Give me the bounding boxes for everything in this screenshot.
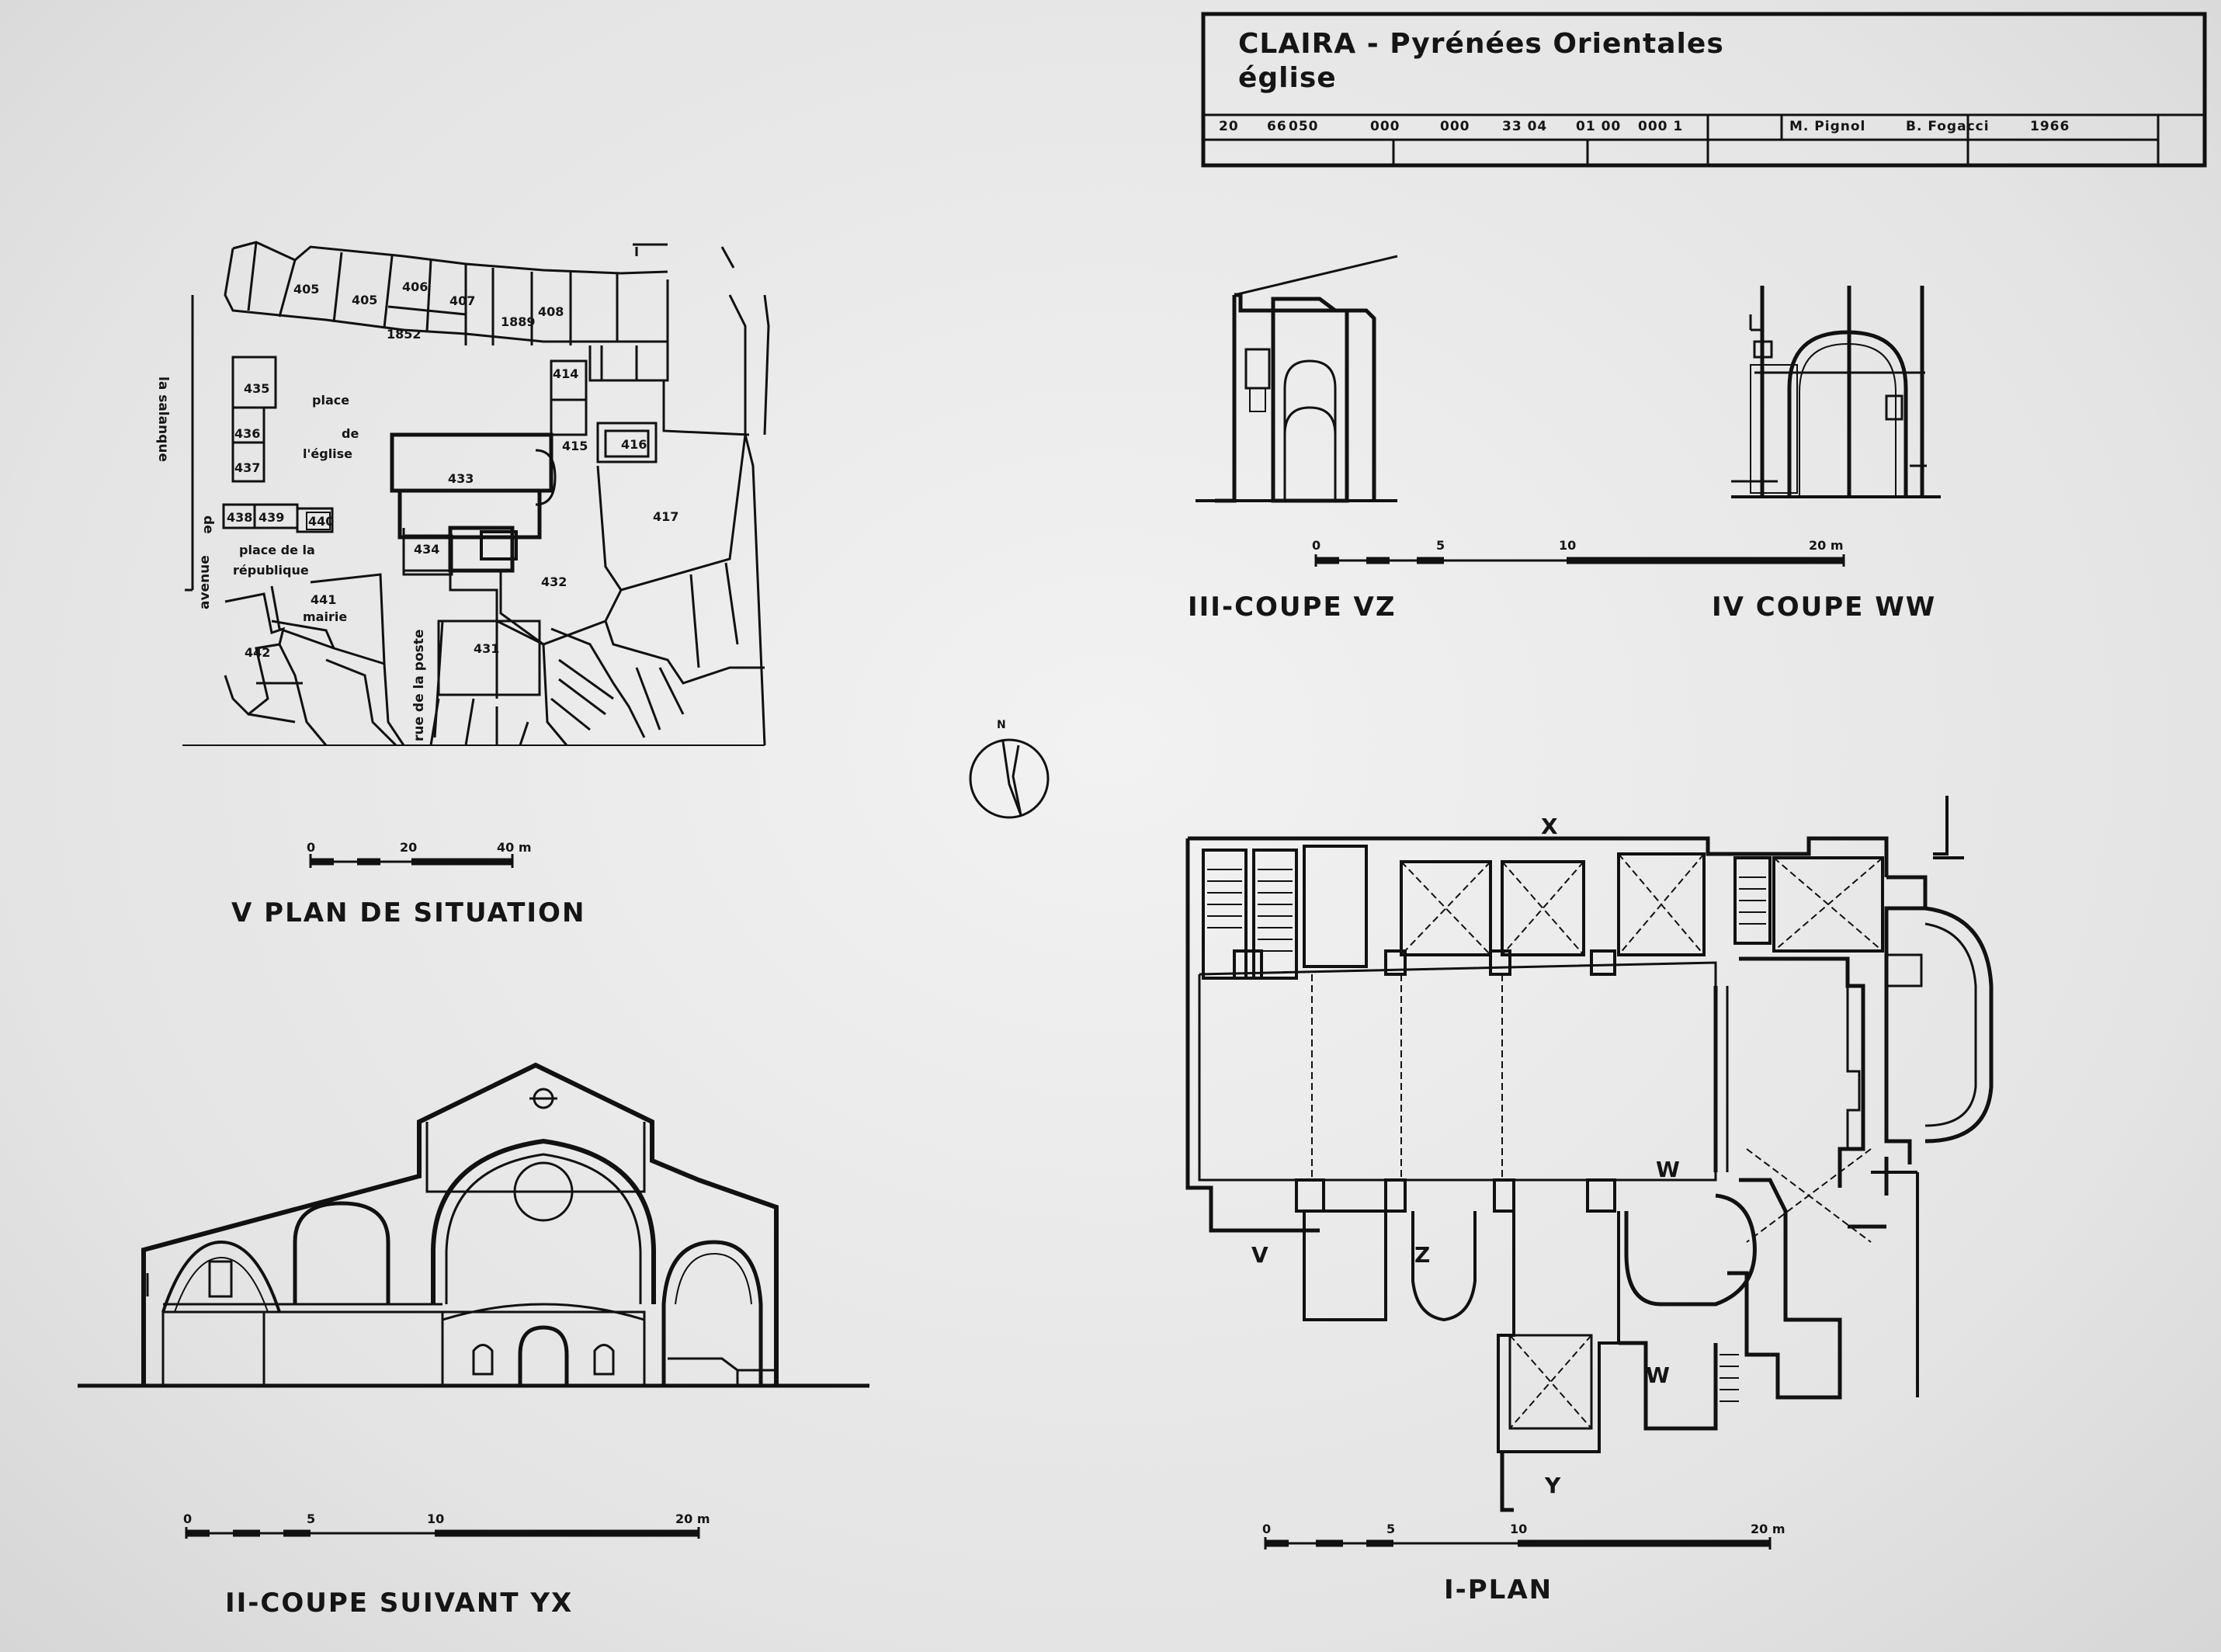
parcel-label: 437 — [234, 460, 261, 475]
section-letter-w-top: W — [1656, 1157, 1680, 1182]
caption-coupe-yx: II-COUPE SUIVANT YX — [225, 1588, 574, 1619]
title-line-2: église — [1238, 62, 1337, 94]
parcel-label: 436 — [234, 426, 261, 441]
section-letter-w-bottom: W — [1646, 1362, 1670, 1388]
place-eglise-line-1: place — [312, 393, 350, 408]
place-eglise-line-3: l'église — [303, 446, 353, 461]
scale-top-0: 0 — [1312, 538, 1321, 553]
scale-situation-0: 0 — [307, 840, 316, 855]
author-pignol: M. Pignol — [1789, 119, 1866, 134]
scale-top-20: 20 m — [1809, 538, 1844, 553]
parcel-label: 432 — [541, 574, 567, 589]
place-republique-line-1: place de la — [239, 543, 315, 557]
parcel-label: 416 — [621, 437, 647, 452]
parcel-label: 438 — [227, 510, 253, 525]
scale-top-5: 5 — [1436, 538, 1445, 553]
street-avenue: avenue — [197, 555, 213, 609]
section-ww — [1731, 286, 1941, 498]
ref-code-1: 20 — [1219, 119, 1239, 134]
parcel-label: 414 — [553, 366, 579, 381]
parcel-label: 415 — [562, 439, 588, 453]
parcel-label: 433 — [448, 471, 474, 486]
street-de: de — [200, 515, 216, 534]
scale-situation-40: 40 m — [497, 840, 532, 855]
ref-code-2: 66 — [1267, 119, 1287, 134]
place-republique-line-2: république — [233, 563, 309, 578]
parcel-label: 441 — [311, 592, 337, 607]
scale-top-10: 10 — [1559, 538, 1577, 553]
street-la-salanque: la salanque — [155, 377, 171, 463]
parcel-label: 408 — [538, 304, 564, 319]
street-rue-de-la-poste: rue de la poste — [411, 629, 427, 741]
ref-code-5: 000 — [1440, 119, 1470, 134]
scale-plan-5: 5 — [1386, 1522, 1396, 1536]
floor-plan — [1185, 796, 1994, 1512]
situation-map — [182, 241, 770, 747]
mairie-label: mairie — [303, 609, 348, 624]
caption-situation: V PLAN DE SITUATION — [231, 897, 586, 928]
ref-code-8: 000 1 — [1638, 119, 1684, 134]
north-arrow — [969, 738, 1050, 819]
parcel-label: 1889 — [501, 314, 536, 329]
title-line-1: CLAIRA - Pyrénées Orientales — [1238, 28, 1724, 60]
parcel-label: 434 — [414, 542, 440, 557]
title-block-frame — [1201, 12, 2207, 168]
parcel-label: 405 — [352, 293, 378, 307]
author-fogacci: B. Fogacci — [1906, 119, 1990, 134]
parcel-label: 440 — [308, 514, 335, 529]
ref-code-6: 33 04 — [1502, 119, 1548, 134]
ref-code-7: 01 00 — [1576, 119, 1622, 134]
ref-code-4: 000 — [1370, 119, 1400, 134]
section-vz — [1196, 255, 1398, 503]
scale-yx-0: 0 — [183, 1511, 193, 1526]
scale-plan-20: 20 m — [1751, 1522, 1785, 1536]
parcel-label: 442 — [245, 645, 271, 660]
caption-coupe-vz: III-COUPE VZ — [1188, 592, 1397, 623]
section-letter-z: Z — [1414, 1242, 1431, 1268]
scale-plan-0: 0 — [1262, 1522, 1272, 1536]
parcel-label: 439 — [259, 510, 285, 525]
drawing-year: 1966 — [2030, 119, 2070, 134]
scale-plan-10: 10 — [1510, 1522, 1528, 1536]
ref-code-3: 050 — [1289, 119, 1319, 134]
section-letter-x: X — [1541, 814, 1558, 839]
place-eglise-line-2: de — [342, 426, 359, 441]
section-letter-y: Y — [1545, 1473, 1561, 1498]
parcel-label: 407 — [449, 293, 476, 308]
parcel-label: 431 — [474, 641, 500, 656]
parcel-label: 435 — [244, 381, 270, 396]
north-label: N — [997, 719, 1006, 731]
section-letter-v: V — [1251, 1242, 1268, 1268]
parcel-label: 1852 — [387, 327, 422, 342]
scale-yx-5: 5 — [307, 1511, 316, 1526]
scale-situation-20: 20 — [400, 840, 418, 855]
parcel-label: 406 — [402, 279, 429, 294]
caption-coupe-ww: IV COUPE WW — [1712, 592, 1937, 623]
section-yx — [78, 1062, 869, 1388]
parcel-label: 417 — [653, 509, 679, 524]
scale-yx-10: 10 — [427, 1511, 445, 1526]
caption-plan: I-PLAN — [1444, 1574, 1553, 1605]
scale-bars — [185, 554, 1845, 1550]
parcel-label: 405 — [293, 282, 320, 297]
scale-yx-20: 20 m — [675, 1511, 710, 1526]
